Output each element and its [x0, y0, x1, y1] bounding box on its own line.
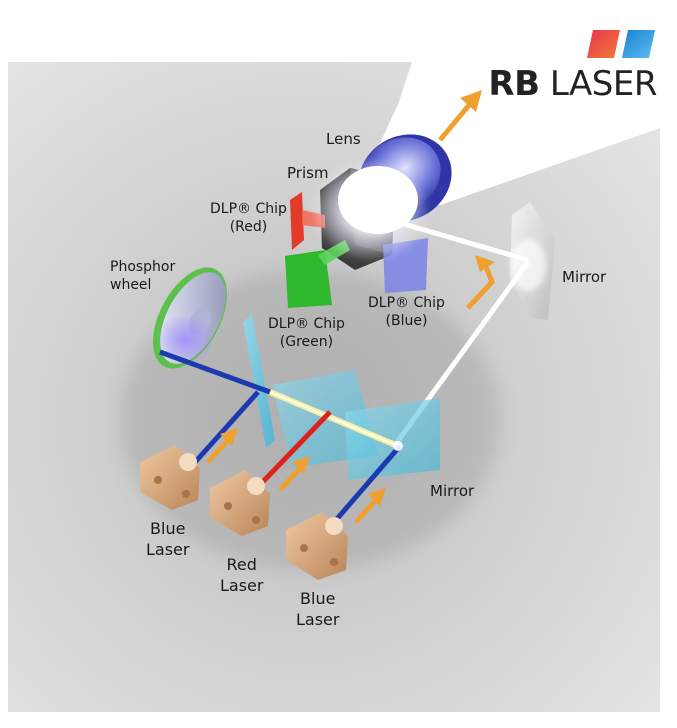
- label-dlp-red-line2: (Red): [229, 219, 268, 235]
- brand-light: LASER: [549, 64, 658, 104]
- brand-logo-mark: [587, 30, 655, 58]
- label-blue-laser-2: Blue Laser: [296, 588, 339, 630]
- label-dlp-blue-line2: (Blue): [385, 313, 428, 329]
- label-blue-laser-1-line1: Blue: [150, 519, 186, 538]
- white-beam-top: [389, 217, 529, 263]
- label-dlp-green: DLP® Chip (Green): [268, 315, 345, 351]
- blue-beam-laser-1: [186, 390, 260, 472]
- label-dlp-blue-line1: DLP® Chip: [368, 295, 445, 311]
- label-red-laser: Red Laser: [220, 554, 263, 596]
- label-phosphor-line1: Phosphor: [110, 259, 176, 275]
- label-mirror-top: Mirror: [562, 268, 607, 286]
- label-dlp-blue: DLP® Chip (Blue): [368, 294, 445, 330]
- red-laser: [210, 470, 270, 536]
- brand-logo-text: RB LASER: [488, 64, 657, 104]
- label-phosphor-wheel: Phosphor wheel: [110, 258, 175, 294]
- label-phosphor-line2: wheel: [110, 277, 152, 293]
- label-blue-laser-2-line1: Blue: [300, 589, 336, 608]
- label-prism: Prism: [287, 164, 329, 182]
- label-dlp-red: DLP® Chip (Red): [210, 200, 287, 236]
- red-beam-laser: [253, 410, 332, 492]
- direction-arrows: [206, 90, 495, 524]
- label-blue-laser-1-line2: Laser: [146, 540, 190, 559]
- blue-laser-1: [140, 445, 200, 510]
- blue-laser-2: [286, 512, 348, 580]
- brand-bold: RB: [488, 64, 540, 104]
- label-dlp-green-line2: (Green): [279, 334, 334, 350]
- label-dlp-red-line1: DLP® Chip: [210, 201, 287, 217]
- label-lens: Lens: [326, 130, 361, 148]
- label-red-laser-line1: Red: [226, 555, 257, 574]
- label-blue-laser-1: Blue Laser: [146, 518, 189, 560]
- blue-beam-phosphor: [159, 349, 271, 395]
- label-red-laser-line2: Laser: [220, 576, 264, 595]
- label-mirror-bottom: Mirror: [430, 482, 475, 500]
- blue-beam-laser-2: [334, 444, 402, 522]
- label-dlp-green-line1: DLP® Chip: [268, 316, 345, 332]
- label-blue-laser-2-line2: Laser: [296, 610, 340, 629]
